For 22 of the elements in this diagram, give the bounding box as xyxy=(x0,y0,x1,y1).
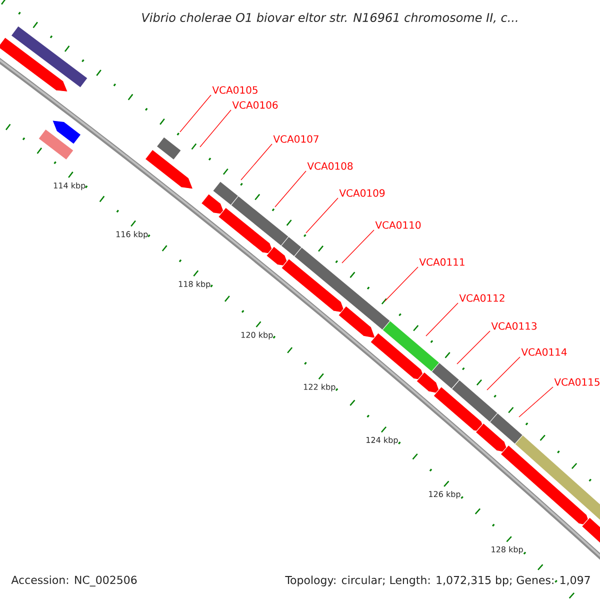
gene-label: VCA0113 xyxy=(491,322,536,330)
scale-label: 118 kbp xyxy=(178,280,210,289)
accession-label: Accession: NC_002506 xyxy=(11,576,137,586)
scale-label: 120 kbp xyxy=(241,332,273,340)
gene-label: VCA0109 xyxy=(339,189,385,197)
gene-label: VCA0112 xyxy=(459,294,504,302)
gene-label: VCA0115 xyxy=(554,378,600,386)
gene-label: VCA0105 xyxy=(212,86,258,94)
scale-label: 116 kbp xyxy=(116,231,148,239)
gene-label: VCA0114 xyxy=(521,348,567,356)
scale-label: 124 kbp xyxy=(366,436,398,444)
scale-label: 126 kbp xyxy=(429,490,460,499)
scale-label: 122 kbp xyxy=(304,384,336,392)
gene-label: VCA0107 xyxy=(273,135,318,143)
gene-label: VCA0108 xyxy=(307,162,353,170)
topology-label: Topology: circular; Length: 1,072,315 bp; Genes: 1,097 xyxy=(285,576,590,586)
gene-label: VCA0110 xyxy=(375,221,421,229)
scale-label: 128 kbp xyxy=(492,546,523,554)
title: Vibrio cholerae O1 biovar eltor str. N16961 chromosome II, c... xyxy=(142,12,518,24)
gene-label: VCA0106 xyxy=(232,101,278,109)
gene-label: VCA0111 xyxy=(419,258,464,266)
scale-label: 114 kbp xyxy=(54,182,86,190)
